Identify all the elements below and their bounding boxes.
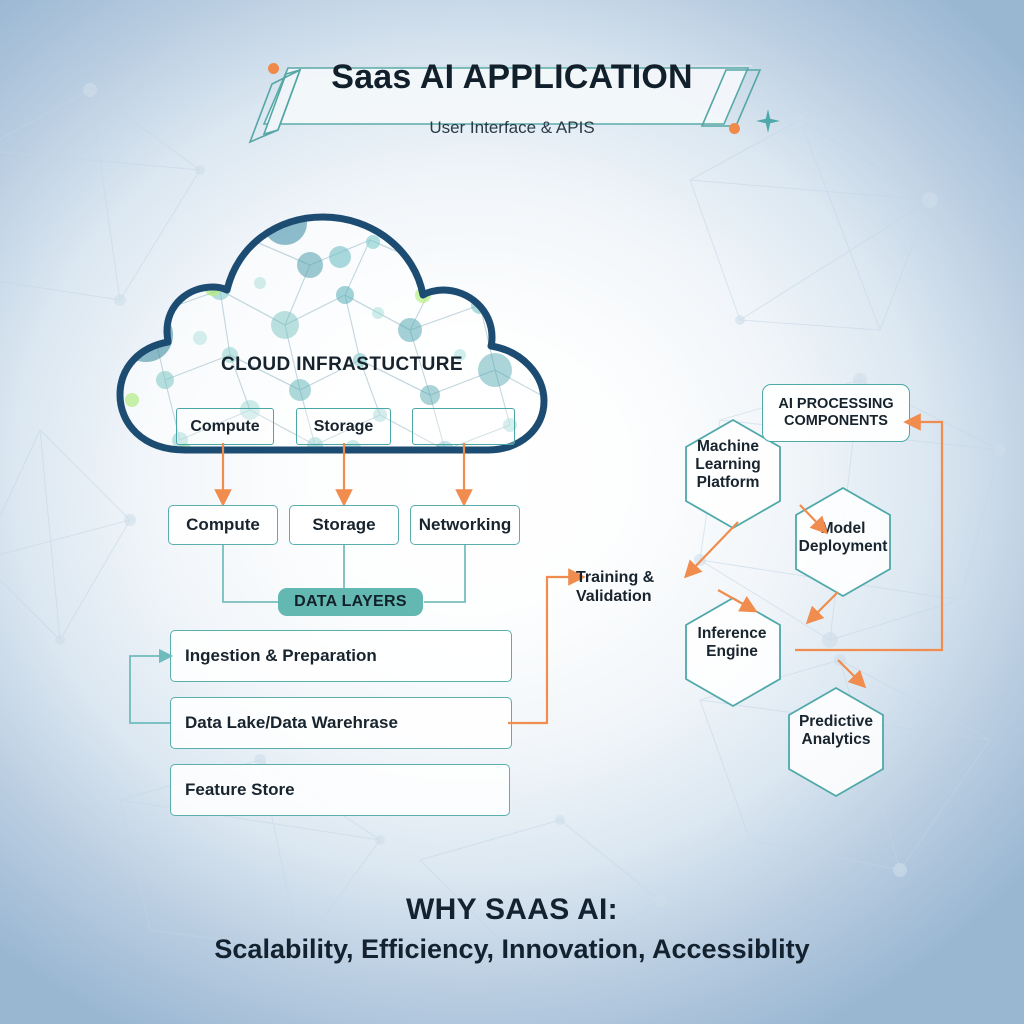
cloud-box-compute-label: Compute xyxy=(190,417,260,435)
cloud-to-infrastructure-arrows xyxy=(214,443,473,507)
data-layer-feature-store[interactable]: Feature Store xyxy=(170,764,510,816)
ai-processing-components-label: AI PROCESSING COMPONENTS xyxy=(778,395,894,429)
infra-box-compute-label: Compute xyxy=(186,515,260,534)
accent-dot-right xyxy=(729,123,740,134)
cloud-box-storage[interactable]: Storage xyxy=(296,408,391,445)
ai-processing-arrows xyxy=(683,413,944,689)
cloud-box-compute[interactable]: Compute xyxy=(176,408,274,445)
cloud-box-networking[interactable] xyxy=(412,408,515,445)
ai-processing-hexagons xyxy=(685,418,891,798)
footer-subtitle: Scalability, Efficiency, Innovation, Acc… xyxy=(214,934,810,964)
data-layer-ingestion[interactable]: Ingestion & Preparation xyxy=(170,630,512,682)
infrastructure-to-datalayers-connector xyxy=(222,545,466,603)
infra-box-storage[interactable]: Storage xyxy=(289,505,399,545)
infra-box-compute[interactable]: Compute xyxy=(168,505,278,545)
datalake-to-training-connector xyxy=(508,568,586,725)
cloud-box-storage-label: Storage xyxy=(313,417,374,435)
cloud-label: CLOUD INFRASTUCTURE xyxy=(221,354,463,375)
data-layer-datalake-label: Data Lake/Data Warehrase xyxy=(185,713,398,732)
data-layer-ingestion-label: Ingestion & Preparation xyxy=(185,646,377,665)
page-title: Saas AI APPLICATION xyxy=(331,58,693,96)
sparkle-icon xyxy=(756,109,780,133)
training-validation-label: Training & Validation xyxy=(576,569,655,606)
data-layers-badge: DATA LAYERS xyxy=(278,588,423,616)
datalake-to-ingestion-connector xyxy=(129,648,174,724)
data-layers-badge-label: DATA LAYERS xyxy=(294,593,407,610)
accent-dot-left xyxy=(268,63,279,74)
page-subtitle: User Interface & APIS xyxy=(429,118,595,137)
data-layer-datalake[interactable]: Data Lake/Data Warehrase xyxy=(170,697,512,749)
infra-box-networking-label: Networking xyxy=(418,515,512,534)
infra-box-networking[interactable]: Networking xyxy=(410,505,520,545)
infra-box-storage-label: Storage xyxy=(312,515,376,534)
ai-processing-components-box[interactable]: AI PROCESSING COMPONENTS xyxy=(762,384,910,442)
title-banner xyxy=(248,65,762,144)
data-layer-feature-store-label: Feature Store xyxy=(185,780,295,799)
footer-title: WHY SAAS AI: xyxy=(406,893,618,926)
cloud-infrastructure-shape xyxy=(116,213,548,454)
